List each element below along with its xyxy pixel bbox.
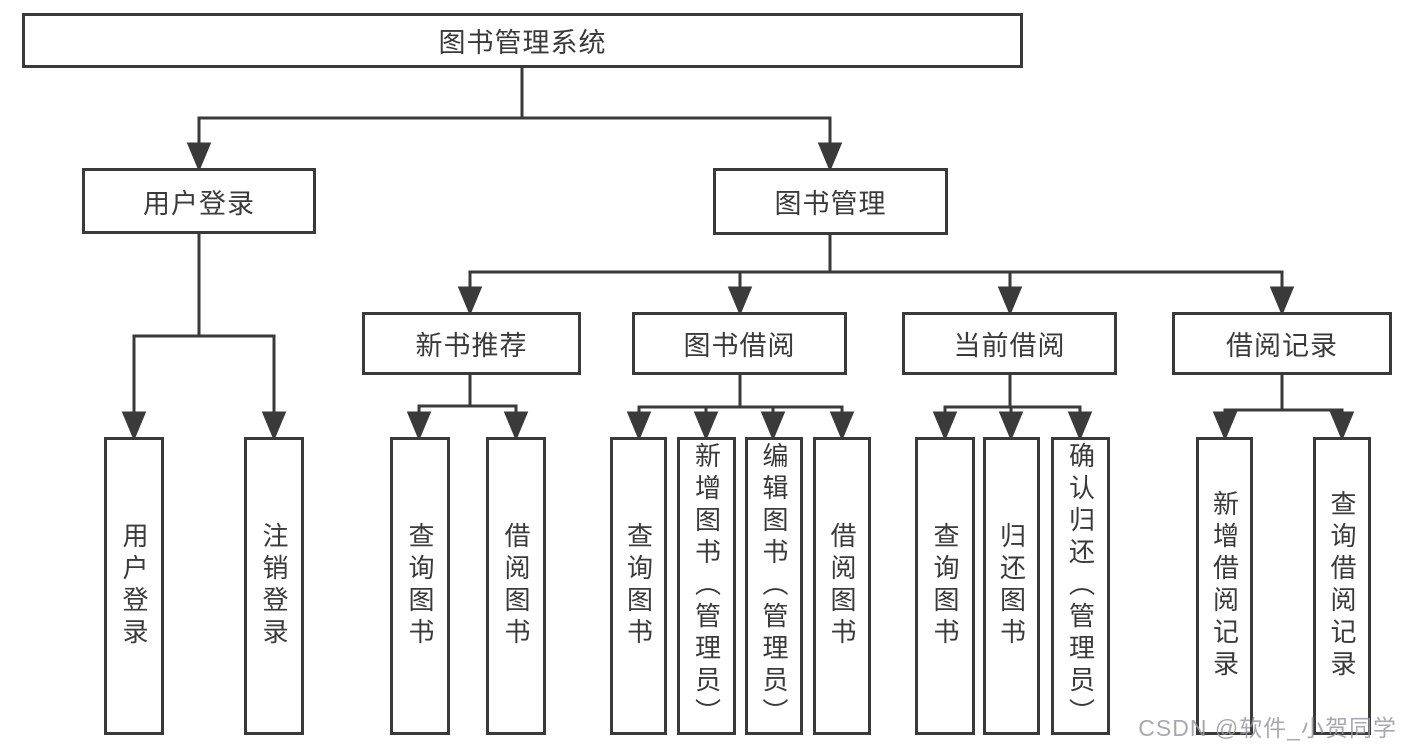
node-label: 确认归还（管理员） [1065, 442, 1096, 730]
node-label: 用户登录 [143, 188, 255, 219]
node-book-management: 图书管理 [713, 168, 948, 235]
csdn-watermark: CSDN @软件_小贺同学 [1138, 715, 1397, 741]
leaf-br-add-record: 新增借阅记录 [1196, 437, 1253, 735]
node-label: 借阅记录 [1226, 331, 1338, 361]
node-label: 新增图书（管理员） [691, 442, 722, 730]
node-label: 新增借阅记录 [1209, 490, 1240, 682]
leaf-rec-query-book: 查询图书 [390, 437, 450, 735]
node-label: 图书管理系统 [438, 28, 607, 58]
node-new-book-recommend: 新书推荐 [362, 312, 581, 375]
node-label: 借阅图书 [501, 522, 531, 650]
node-label: 归还图书 [996, 522, 1027, 650]
node-label: 图书借阅 [683, 331, 796, 361]
node-user-login: 用户登录 [82, 168, 316, 234]
node-label: 注销登录 [259, 522, 289, 650]
leaf-bb-edit-book-admin: 编辑图书（管理员） [745, 437, 803, 735]
node-borrow-records: 借阅记录 [1172, 312, 1392, 375]
node-label: 查询借阅记录 [1327, 490, 1357, 682]
leaf-cb-confirm-return-admin: 确认归还（管理员） [1051, 437, 1110, 735]
leaf-user-login: 用户登录 [104, 437, 164, 735]
leaf-cb-return-book: 归还图书 [983, 437, 1040, 735]
node-book-borrow: 图书借阅 [632, 312, 847, 375]
node-label: 当前借阅 [953, 331, 1066, 361]
node-label: 用户登录 [119, 522, 149, 650]
node-label: 查询图书 [930, 522, 960, 650]
leaf-bb-query-book: 查询图书 [610, 437, 667, 735]
node-label: 借阅图书 [827, 522, 857, 650]
leaf-bb-borrow-book: 借阅图书 [813, 437, 871, 735]
leaf-cb-query-book: 查询图书 [915, 437, 975, 735]
node-label: 查询图书 [623, 522, 654, 650]
leaf-rec-borrow-book: 借阅图书 [486, 437, 546, 735]
node-current-borrow: 当前借阅 [902, 312, 1117, 375]
node-root-system: 图书管理系统 [22, 13, 1023, 68]
leaf-bb-add-book-admin: 新增图书（管理员） [677, 437, 736, 735]
node-label: 编辑图书（管理员） [759, 442, 789, 730]
leaf-br-query-record: 查询借阅记录 [1313, 437, 1371, 735]
node-label: 新书推荐 [415, 331, 528, 361]
node-label: 查询图书 [405, 522, 435, 650]
node-label: 图书管理 [774, 189, 887, 219]
leaf-logout: 注销登录 [244, 437, 304, 735]
